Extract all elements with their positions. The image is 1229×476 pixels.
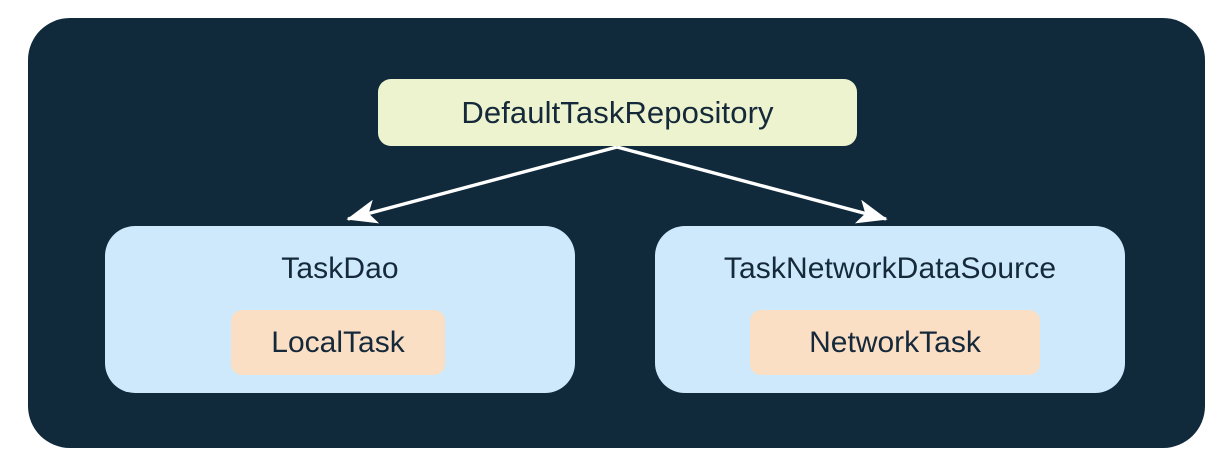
chip-network-task[interactable]: NetworkTask	[750, 310, 1040, 375]
node-task-network-data-source[interactable]: TaskNetworkDataSource NetworkTask	[655, 226, 1125, 393]
node-task-network-data-source-label: TaskNetworkDataSource	[723, 252, 1057, 285]
node-default-task-repository[interactable]: DefaultTaskRepository	[378, 79, 857, 146]
node-default-task-repository-label: DefaultTaskRepository	[461, 95, 774, 130]
node-task-dao[interactable]: TaskDao LocalTask	[105, 226, 575, 393]
chip-network-task-label: NetworkTask	[809, 325, 981, 359]
chip-local-task[interactable]: LocalTask	[231, 310, 445, 375]
chip-local-task-label: LocalTask	[271, 325, 405, 359]
node-task-dao-label: TaskDao	[281, 252, 399, 285]
